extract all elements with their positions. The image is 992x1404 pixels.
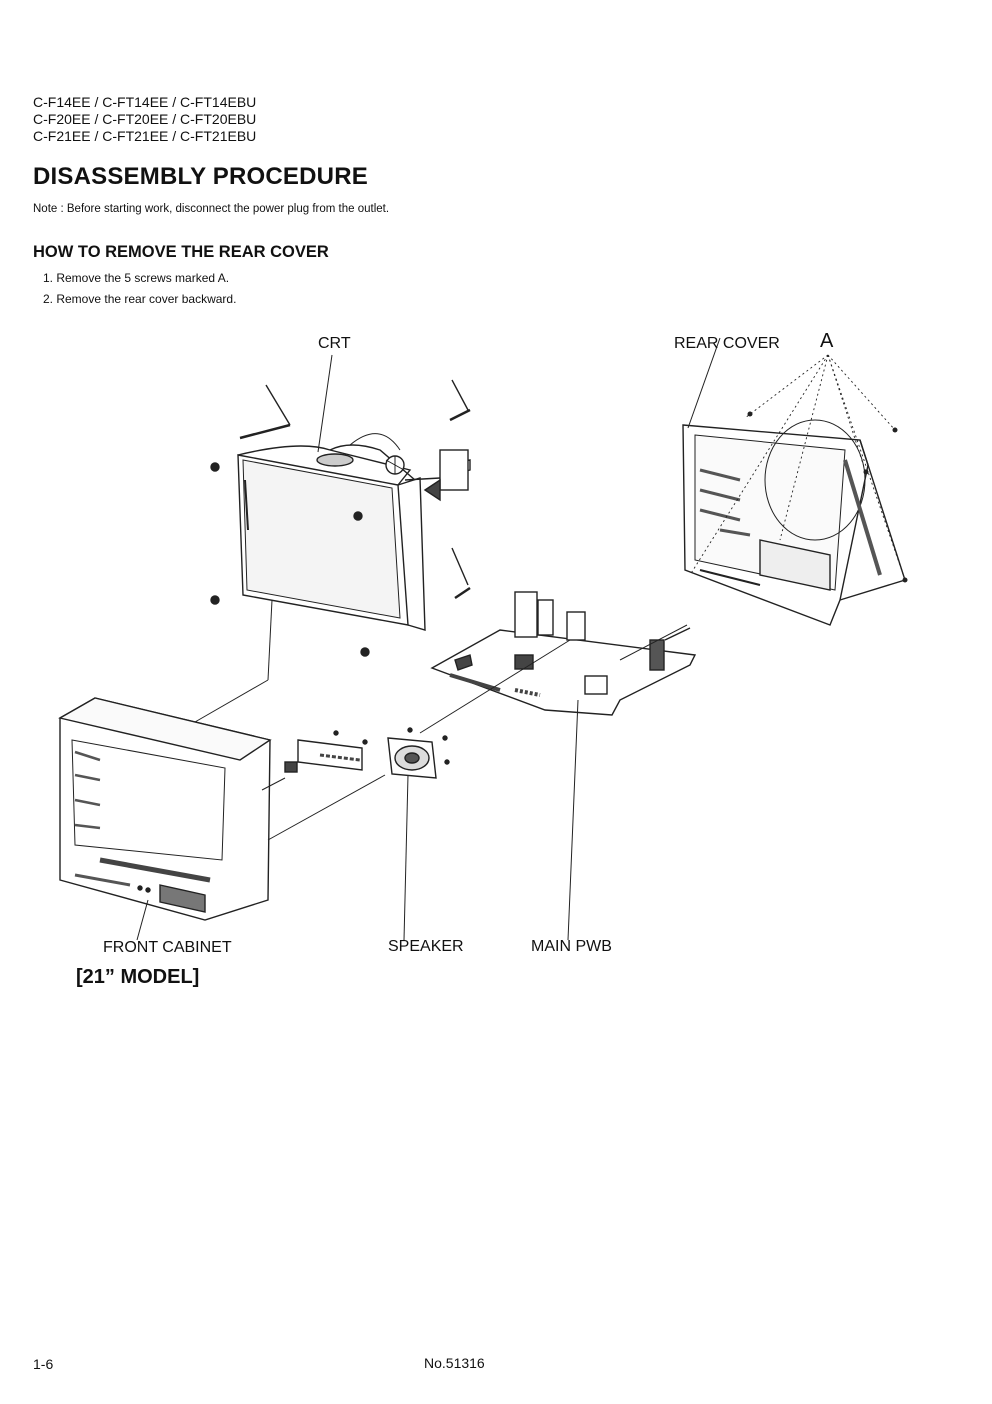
section-heading: HOW TO REMOVE THE REAR COVER (33, 243, 329, 261)
front-cabinet (58, 697, 272, 921)
step-list: 1. Remove the 5 screws marked A. 2. Remo… (43, 268, 236, 310)
control-board (284, 730, 368, 773)
safety-note: Note : Before starting work, disconnect … (33, 203, 390, 215)
crt-tube (237, 433, 471, 631)
page-title: DISASSEMBLY PROCEDURE (33, 163, 368, 190)
main-pwb (430, 591, 697, 716)
rear-cover (682, 419, 906, 626)
step-item: 2. Remove the rear cover backward. (43, 292, 237, 306)
label-rear-cover: REAR COVER (674, 335, 780, 352)
label-screw-marker: A (820, 330, 834, 352)
assembly-guide-lines (194, 599, 688, 841)
page-number: 1-6 (33, 1356, 54, 1372)
label-main-pwb: MAIN PWB (531, 938, 612, 955)
model-line: C-F20EE / C-FT20EE / C-FT20EBU (33, 111, 257, 127)
model-size-tag: [21” MODEL] (76, 966, 200, 988)
document-number: No.51316 (424, 1355, 485, 1371)
model-line: C-F21EE / C-FT21EE / C-FT21EBU (33, 128, 257, 144)
screw-heads (747, 411, 908, 583)
label-crt: CRT (318, 335, 351, 352)
label-speaker: SPEAKER (388, 938, 464, 955)
crt-screws (210, 379, 471, 657)
model-line: C-F14EE / C-FT14EE / C-FT14EBU (33, 94, 257, 110)
label-front-cabinet: FRONT CABINET (103, 939, 232, 956)
speaker (387, 727, 450, 779)
screws-marked-a (689, 354, 906, 581)
model-list: C-F14EE / C-FT14EE / C-FT14EBU C-F20EE /… (33, 94, 256, 145)
exploded-view-diagram (58, 337, 908, 941)
leader-lines (136, 337, 721, 941)
step-item: 1. Remove the 5 screws marked A. (43, 271, 230, 285)
